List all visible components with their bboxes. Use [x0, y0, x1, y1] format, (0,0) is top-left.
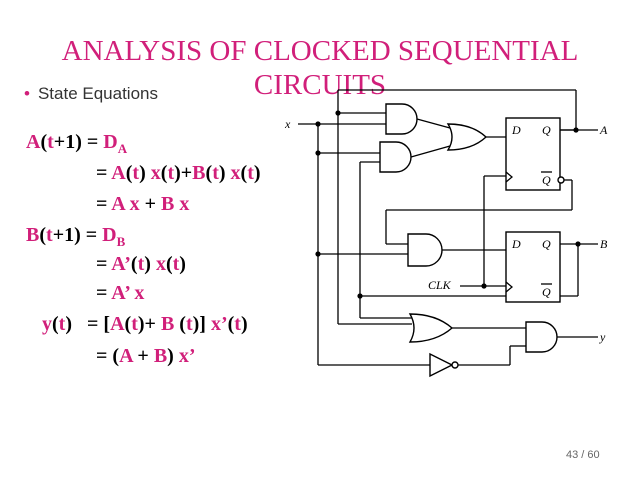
- bullet-dot-icon: •: [24, 84, 30, 103]
- eq-a-next: A(t+1) = DA: [26, 131, 128, 156]
- eq-b-next: B(t+1) = DB: [26, 224, 126, 249]
- ffa-qbar-label: Q: [542, 173, 551, 187]
- ffa-d-label: D: [511, 123, 521, 137]
- eq-b-line2: = A’(t) x(t): [96, 253, 186, 275]
- eq-a-line2: = A(t) x(t)+B(t) x(t): [96, 162, 261, 184]
- bullet-text: State Equations: [37, 84, 158, 103]
- label-clk: CLK: [428, 278, 452, 292]
- page-number: 43 / 60: [566, 449, 600, 461]
- slide-title: ANALYSIS OF CLOCKED SEQUENTIAL CIRCUITS: [61, 35, 579, 101]
- ffb-d-label: D: [511, 237, 521, 251]
- eq-y-output: y(t) = [A(t)+ B (t)] x’(t): [42, 313, 248, 335]
- ffb-qbar-label: Q: [542, 285, 551, 299]
- eq-y-line2: = (A + B) x’: [96, 345, 196, 367]
- eq-b-line3: = A’ x: [96, 282, 145, 304]
- label-b: B: [600, 237, 608, 251]
- ffa-q-label: Q: [542, 123, 551, 137]
- label-a: A: [599, 123, 608, 137]
- label-x: x: [284, 117, 291, 131]
- ffb-q-label: Q: [542, 237, 551, 251]
- eq-a-line3: = A x + B x: [96, 193, 190, 215]
- bullet-item: • State Equations: [24, 84, 158, 104]
- label-y: y: [599, 330, 606, 344]
